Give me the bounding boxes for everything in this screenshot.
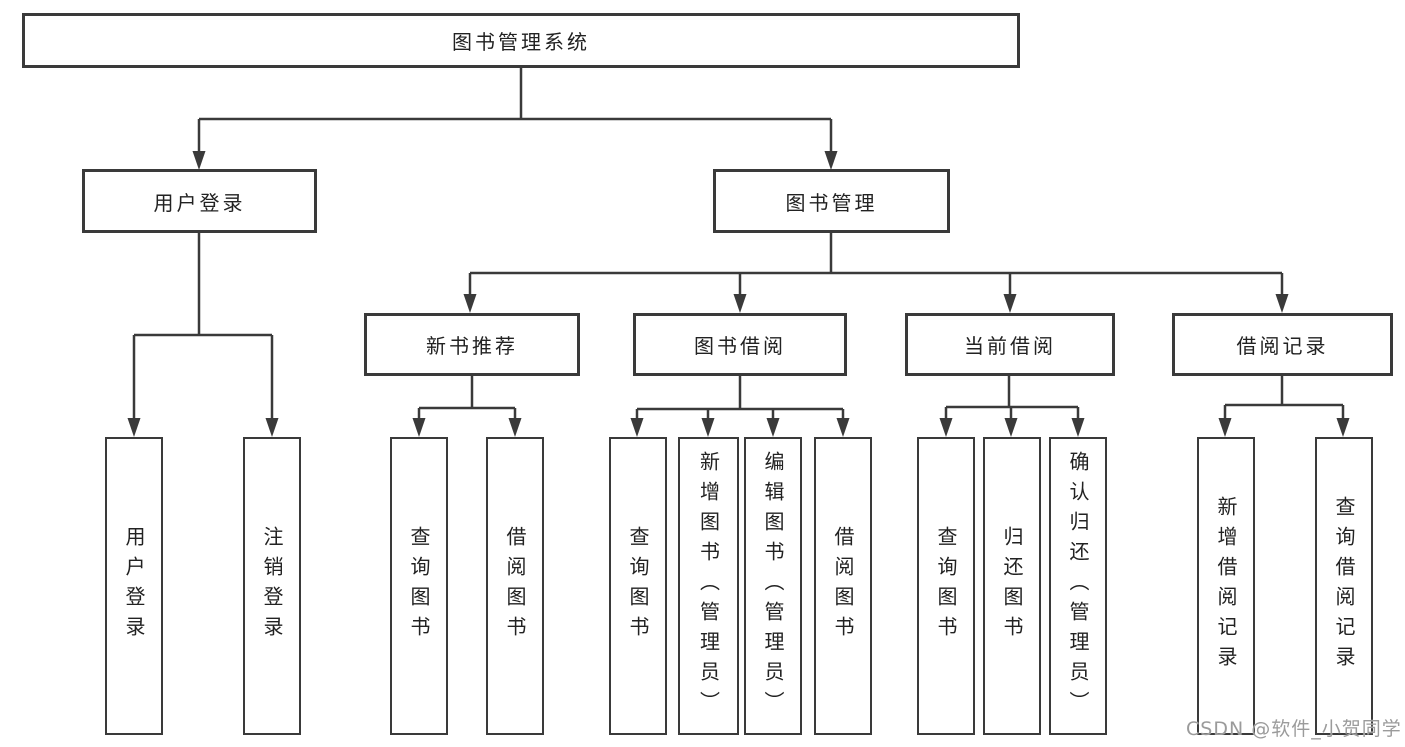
node-new-book-recommend-label: 新书推荐: [426, 334, 518, 358]
node-book-borrowing: 图书借阅: [633, 313, 847, 376]
leaf-borrow-query-books: 查询图书: [609, 437, 667, 735]
leaf-return-books-label: 归还图书: [1000, 526, 1024, 646]
watermark-text: CSDN @软件_小贺同学: [1186, 718, 1402, 740]
arrowhead-icon: [1003, 294, 1017, 313]
arrowhead-icon: [701, 418, 715, 437]
node-root: 图书管理系统: [22, 13, 1020, 68]
leaf-edit-books-admin: 编辑图书（管理员）: [744, 437, 802, 735]
node-book-borrowing-label: 图书借阅: [694, 334, 786, 358]
leaf-newbook-query-books: 查询图书: [390, 437, 448, 735]
leaf-borrow-books-label: 借阅图书: [831, 526, 855, 646]
leaf-user-login: 用户登录: [105, 437, 163, 735]
arrowhead-icon: [265, 418, 279, 437]
arrowhead-icon: [192, 151, 206, 170]
leaf-newbook-borrow-books-label: 借阅图书: [503, 526, 527, 646]
arrowhead-icon: [463, 294, 477, 313]
leaf-query-borrow-record-label: 查询借阅记录: [1332, 496, 1356, 676]
arrowhead-icon: [1218, 418, 1232, 437]
leaf-logout-label: 注销登录: [260, 526, 284, 646]
arrowhead-icon: [127, 418, 141, 437]
node-borrowing-records-label: 借阅记录: [1236, 334, 1329, 358]
leaf-add-borrow-record-label: 新增借阅记录: [1214, 496, 1238, 676]
node-book-management-label: 图书管理: [785, 190, 878, 215]
leaf-current-query-books: 查询图书: [917, 437, 975, 735]
leaf-return-books: 归还图书: [983, 437, 1041, 735]
arrowhead-icon: [766, 418, 780, 437]
arrowhead-icon: [1336, 418, 1350, 437]
leaf-user-login-label: 用户登录: [122, 526, 146, 646]
arrowhead-icon: [733, 294, 747, 313]
leaf-add-borrow-record: 新增借阅记录: [1197, 437, 1255, 735]
arrowhead-icon: [1071, 418, 1085, 437]
leaf-borrow-books: 借阅图书: [814, 437, 872, 735]
leaf-add-books-admin-label: 新增图书（管理员）: [696, 451, 721, 721]
leaf-logout: 注销登录: [243, 437, 301, 735]
arrowhead-icon: [836, 418, 850, 437]
arrowhead-icon: [824, 151, 838, 170]
node-user-login: 用户登录: [82, 169, 317, 233]
node-new-book-recommend: 新书推荐: [364, 313, 580, 376]
arrowhead-icon: [1004, 418, 1018, 437]
arrowhead-icon: [1275, 294, 1289, 313]
leaf-borrow-query-books-label: 查询图书: [626, 526, 650, 646]
node-current-borrowing: 当前借阅: [905, 313, 1115, 376]
arrowhead-icon: [412, 418, 426, 437]
leaf-add-books-admin: 新增图书（管理员）: [678, 437, 739, 735]
leaf-current-query-books-label: 查询图书: [934, 526, 958, 646]
leaf-confirm-return-admin: 确认归还（管理员）: [1049, 437, 1107, 735]
node-user-login-label: 用户登录: [153, 190, 246, 215]
node-current-borrowing-label: 当前借阅: [964, 334, 1056, 358]
leaf-confirm-return-admin-label: 确认归还（管理员）: [1066, 451, 1090, 721]
arrowhead-icon: [630, 418, 644, 437]
arrowhead-icon: [939, 418, 953, 437]
leaf-newbook-borrow-books: 借阅图书: [486, 437, 544, 735]
node-root-label: 图书管理系统: [452, 30, 590, 54]
leaf-query-borrow-record: 查询借阅记录: [1315, 437, 1373, 735]
node-borrowing-records: 借阅记录: [1172, 313, 1393, 376]
node-book-management: 图书管理: [713, 169, 950, 233]
leaf-edit-books-admin-label: 编辑图书（管理员）: [761, 451, 785, 721]
arrowhead-icon: [508, 418, 522, 437]
leaf-newbook-query-books-label: 查询图书: [407, 526, 431, 646]
